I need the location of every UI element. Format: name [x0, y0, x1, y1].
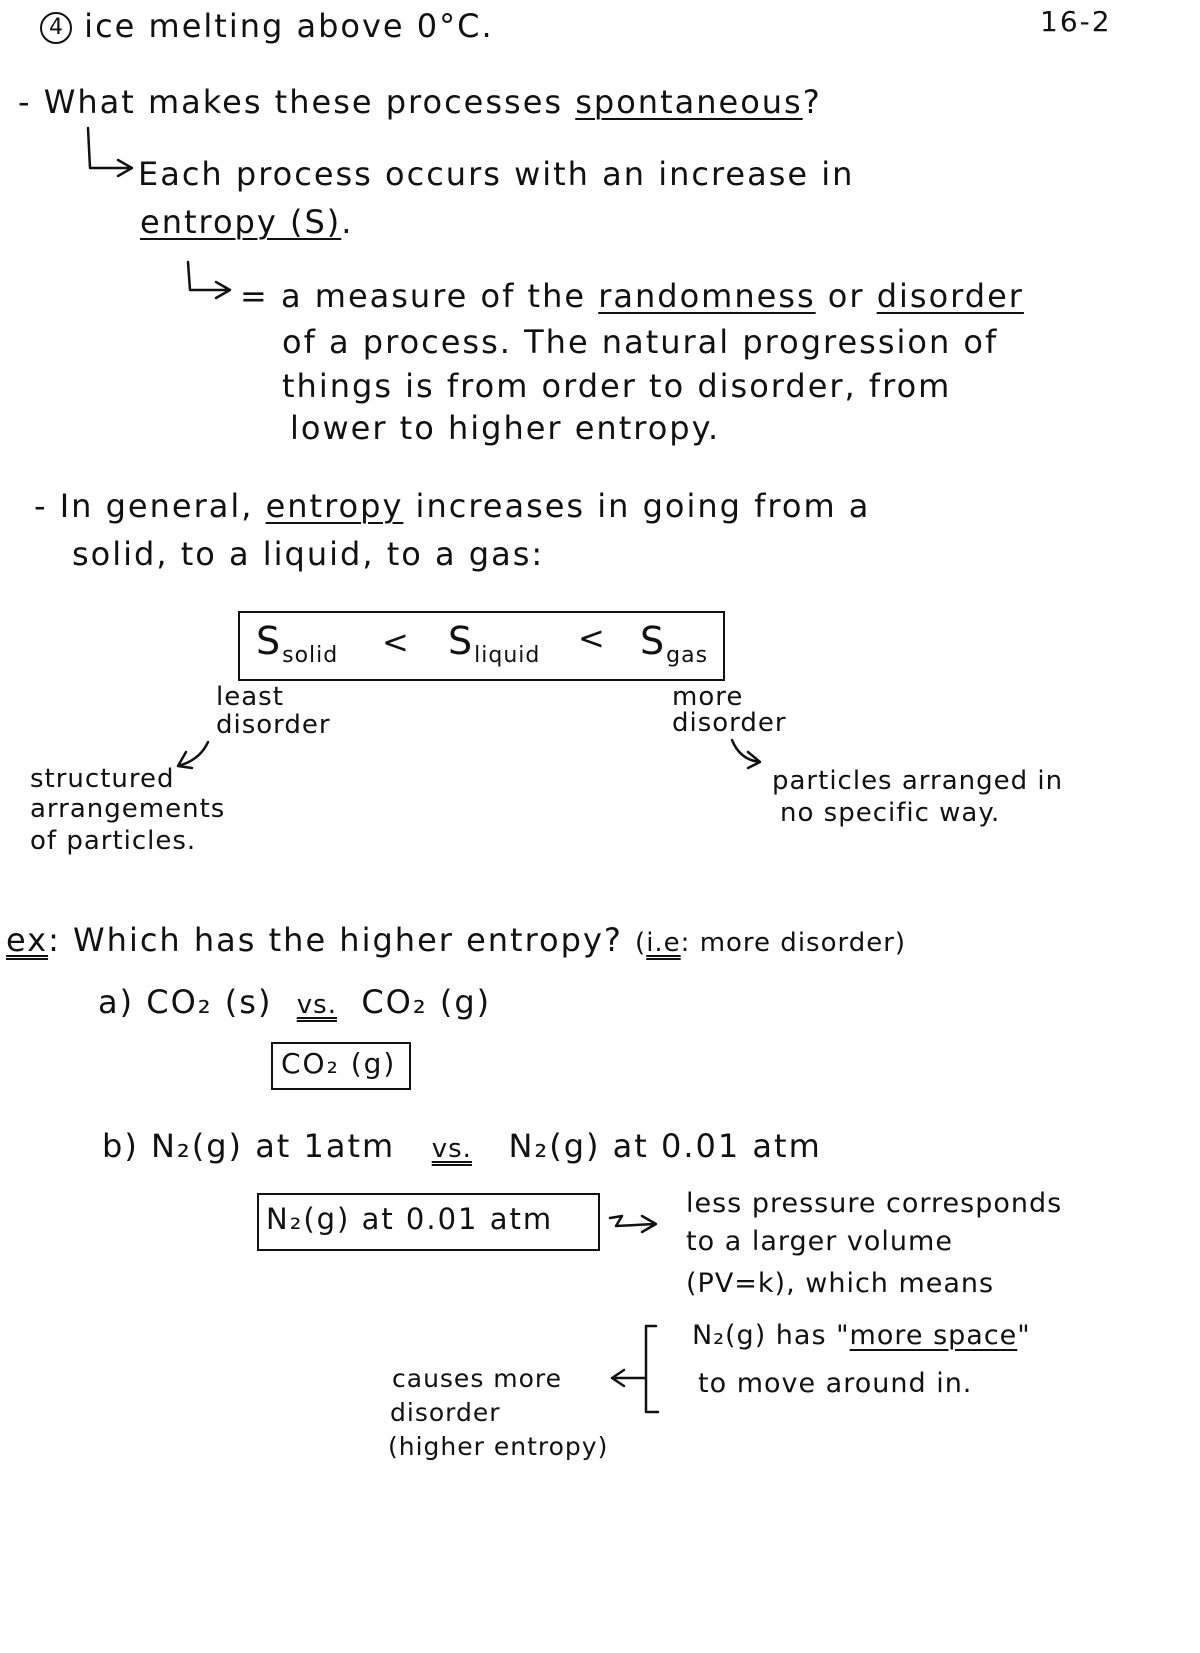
- part-b-suffix: N₂(g) at 0.01 atm: [508, 1127, 822, 1165]
- definition-line-2: of a process. The natural progression of: [282, 323, 999, 361]
- arrow-more-to-particles: [730, 738, 762, 770]
- less-than-2: <: [578, 619, 607, 657]
- reason-4-post: ": [1017, 1320, 1031, 1351]
- part-b-prefix: b) N₂(g) at 1atm: [102, 1127, 396, 1165]
- general-line-2: solid, to a liquid, to a gas:: [72, 535, 545, 573]
- question-line: - What makes these processes spontaneous…: [18, 86, 822, 118]
- entropy-inequality-box: [238, 611, 725, 681]
- reason-bracket: [610, 1324, 660, 1414]
- example-colon: :: [48, 921, 61, 959]
- reason-line-4: N₂(g) has "more space": [692, 1322, 1031, 1349]
- disorder-term: disorder: [876, 277, 1024, 315]
- s-solid: Ssolid: [256, 619, 338, 667]
- more-disorder-label: disorder: [672, 708, 787, 738]
- general-post: increases in going from a: [415, 487, 871, 525]
- item-number-circle: 4: [40, 12, 72, 44]
- item-text: ice melting above 0°C.: [84, 7, 494, 45]
- definition-pre: = a measure of the: [240, 277, 587, 315]
- liquid-subscript: liquid: [474, 643, 541, 668]
- reason-line-2: to a larger volume: [686, 1226, 953, 1257]
- less-than-1: <: [382, 623, 411, 661]
- part-a-question: a) CO₂ (s) vs. CO₂ (g): [98, 986, 491, 1018]
- part-b-question: b) N₂(g) at 1atm vs. N₂(g) at 0.01 atm: [102, 1130, 822, 1162]
- part-a-answer: CO₂ (g): [281, 1047, 397, 1080]
- page-number: 16-2: [1040, 5, 1112, 38]
- part-a-vs: vs.: [296, 990, 337, 1020]
- s-symbol: S: [448, 619, 475, 663]
- answer-line-1: Each process occurs with an increase in: [138, 155, 855, 193]
- ie-abbrev: i.e: [646, 928, 681, 958]
- definition-line-4: lower to higher entropy.: [290, 409, 721, 447]
- general-line-1: - In general, entropy increases in going…: [34, 490, 870, 522]
- cause-line-2: disorder: [390, 1398, 501, 1427]
- example-label: ex: [6, 921, 49, 959]
- more-label: more: [672, 682, 744, 712]
- item-heading: 4 ice melting above 0°C.: [40, 10, 494, 44]
- example-question-text: Which has the higher entropy?: [73, 921, 623, 959]
- hook-arrow-definition: [186, 260, 232, 300]
- structured-line-2: arrangements: [30, 794, 226, 824]
- definition-line-3: things is from order to disorder, from: [282, 367, 952, 405]
- part-a-answer-box: [271, 1042, 411, 1090]
- question-text: What makes these processes: [43, 83, 564, 121]
- cause-line-1: causes more: [392, 1364, 563, 1393]
- example-question: ex: Which has the higher entropy? (i.e: …: [6, 924, 906, 956]
- arrow-box-to-reason: [608, 1214, 658, 1234]
- answer-end: .: [341, 203, 354, 241]
- structured-line-3: of particles.: [30, 826, 197, 856]
- solid-subscript: solid: [282, 643, 339, 668]
- part-b-answer: N₂(g) at 0.01 atm: [266, 1202, 554, 1236]
- hook-arrow-answer: [86, 126, 134, 178]
- note-paren: (: [635, 928, 647, 958]
- structured-line-1: structured: [30, 764, 175, 794]
- gas-subscript: gas: [666, 643, 709, 668]
- definition-line-1: = a measure of the randomness or disorde…: [240, 280, 1024, 312]
- general-entropy-term: entropy: [265, 487, 404, 525]
- randomness-term: randomness: [598, 277, 816, 315]
- cause-line-3: (higher entropy): [388, 1432, 609, 1461]
- answer-line-2: entropy (S).: [140, 206, 353, 238]
- s-gas: Sgas: [640, 619, 708, 667]
- definition-or: or: [827, 277, 865, 315]
- arrow-least-to-structured: [176, 740, 210, 770]
- question-mark: ?: [802, 83, 822, 121]
- s-symbol: S: [640, 619, 667, 663]
- reason-line-1: less pressure corresponds: [686, 1188, 1063, 1219]
- reason-line-5: to move around in.: [698, 1368, 973, 1399]
- part-b-answer-box: [257, 1193, 600, 1251]
- general-pre: In general,: [59, 487, 254, 525]
- particles-line-1: particles arranged in: [772, 766, 1064, 796]
- part-b-vs: vs.: [431, 1134, 472, 1164]
- s-liquid: Sliquid: [448, 619, 540, 667]
- spontaneous-term: spontaneous: [575, 83, 803, 121]
- part-a-prefix: a) CO₂ (s): [98, 983, 273, 1021]
- least-disorder-label: disorder: [216, 710, 331, 740]
- s-symbol: S: [256, 619, 283, 663]
- particles-line-2: no specific way.: [780, 798, 1001, 828]
- general-dash: -: [34, 487, 48, 525]
- reason-4-pre: N₂(g) has ": [692, 1320, 850, 1351]
- least-label: least: [216, 682, 284, 712]
- note-rest: : more disorder): [680, 928, 907, 958]
- entropy-term: entropy (S): [140, 203, 342, 241]
- part-a-suffix: CO₂ (g): [361, 983, 492, 1021]
- reason-line-3: (PV=k), which means: [686, 1268, 995, 1299]
- question-dash: -: [18, 83, 32, 121]
- example-note: (i.e: more disorder): [635, 928, 906, 958]
- more-space-term: more space: [849, 1320, 1018, 1351]
